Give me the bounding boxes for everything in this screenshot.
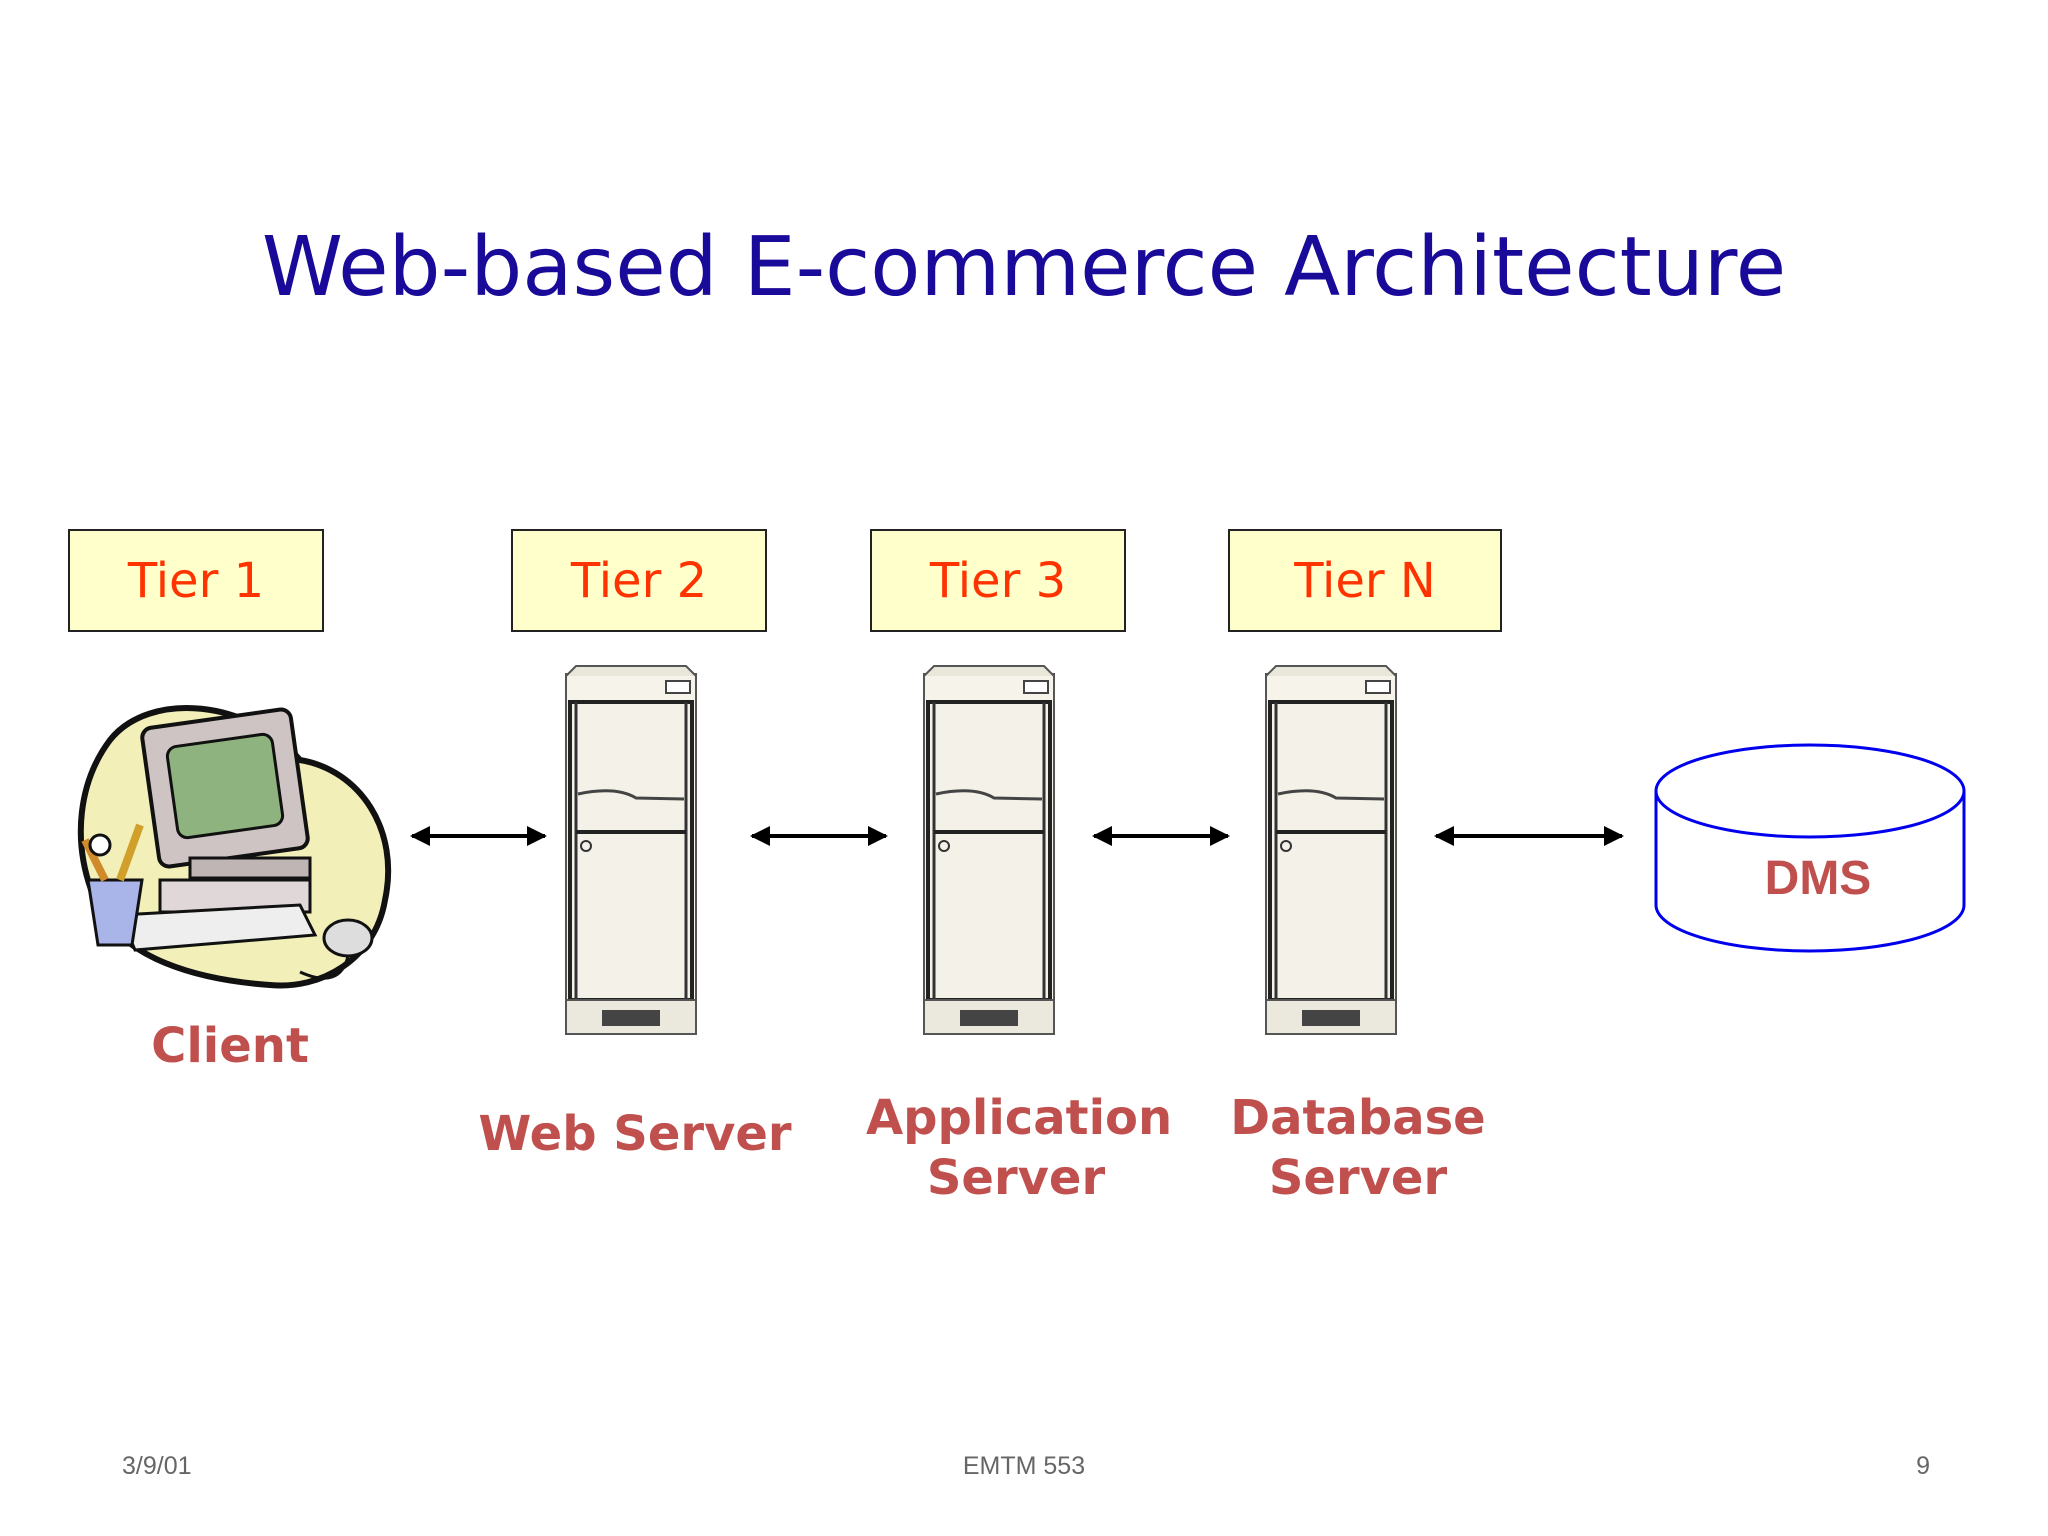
tier-n-box: Tier N — [1228, 529, 1502, 632]
dms-label: DMS — [1765, 852, 1872, 905]
web-server-icon — [564, 664, 698, 1036]
application-server-icon — [922, 664, 1056, 1036]
footer-course: EMTM 553 — [962, 1452, 1086, 1480]
tier-1-box: Tier 1 — [68, 529, 324, 632]
footer-date: 3/9/01 — [122, 1452, 192, 1480]
tier-3-box: Tier 3 — [870, 529, 1126, 632]
database-server-icon — [1264, 664, 1398, 1036]
footer-page-number: 9 — [1916, 1452, 1930, 1480]
slide-title: Web-based E-commerce Architecture — [261, 220, 1787, 315]
tier-2-box: Tier 2 — [511, 529, 767, 632]
database-server-label: Database Server — [1230, 1090, 1486, 1206]
client-computer-icon — [77, 704, 392, 989]
dms-cylinder-icon — [1654, 743, 1966, 953]
web-server-label: Web Server — [478, 1106, 792, 1162]
application-server-label: Application Server — [866, 1090, 1173, 1206]
client-label: Client — [151, 1018, 309, 1074]
